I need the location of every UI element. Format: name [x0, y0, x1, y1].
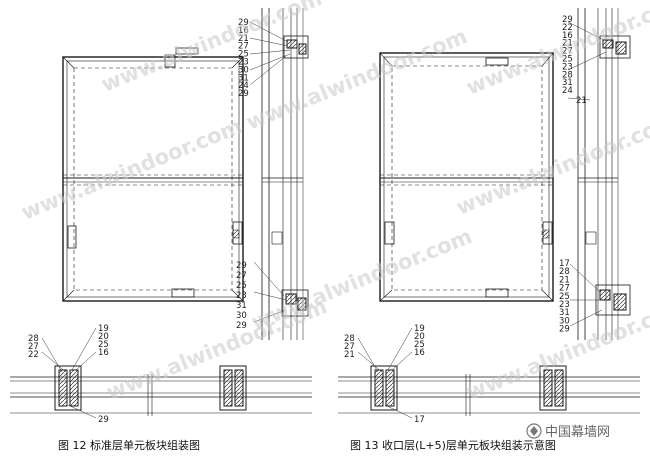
- part-label: 22: [562, 23, 573, 33]
- part-label: 29: [562, 15, 573, 25]
- part-label: 25: [238, 50, 249, 60]
- part-label: 29: [238, 89, 249, 99]
- part-label: 30: [238, 65, 249, 75]
- part-label: 29: [236, 321, 247, 331]
- part-label: 27: [28, 342, 39, 352]
- part-label: 17: [559, 259, 570, 269]
- part-label: 25: [414, 340, 425, 350]
- part-label: 25: [236, 281, 247, 291]
- part-label: 17: [414, 415, 425, 425]
- part-label: 31: [559, 308, 570, 318]
- fig12-plan-section: [10, 365, 312, 416]
- fig12-side-section: [261, 8, 309, 340]
- part-label: 23: [559, 300, 570, 310]
- watermark-text: www.alwindoor.com: [453, 109, 650, 220]
- site-logo: 中国幕墙网: [526, 423, 610, 440]
- part-label: 16: [98, 348, 109, 358]
- caption-fig13: 图 13 收口层(L+5)层单元板块组装示意图: [350, 438, 556, 452]
- part-label: 27: [238, 42, 249, 52]
- fig13-plan-section: [338, 365, 640, 416]
- part-label: 21: [344, 350, 355, 360]
- part-label: 28: [28, 334, 39, 344]
- part-label: 23: [562, 62, 573, 72]
- part-label: 27: [559, 284, 570, 294]
- caption-fig12: 图 12 标准层单元板块组装图: [58, 438, 200, 452]
- part-label: 28: [562, 70, 573, 80]
- part-label: 29: [236, 261, 247, 271]
- part-label: 16: [562, 31, 573, 41]
- part-label: 27: [236, 271, 247, 281]
- fig13-side-section: [577, 8, 631, 340]
- part-label: 21: [576, 96, 587, 106]
- part-label: 25: [562, 55, 573, 65]
- part-label: 16: [414, 348, 425, 358]
- part-label: 20: [98, 332, 109, 342]
- part-label: 30: [559, 316, 570, 326]
- part-label: 19: [98, 324, 109, 334]
- watermark-text: www.alwindoor.com: [243, 24, 471, 135]
- part-label: 30: [236, 311, 247, 321]
- part-label: 22: [28, 350, 39, 360]
- fig13-elevation: [379, 52, 554, 302]
- part-label: 28: [344, 334, 355, 344]
- part-label: 19: [414, 324, 425, 334]
- fig12-elevation: [62, 47, 244, 302]
- part-label: 23: [236, 291, 247, 301]
- part-label: 28: [559, 267, 570, 277]
- watermark-text: www.alwindoor.com: [18, 114, 246, 225]
- part-label: 31: [236, 301, 247, 311]
- part-label: 27: [344, 342, 355, 352]
- part-label: 24: [238, 81, 249, 91]
- part-label: 21: [559, 275, 570, 285]
- part-label: 24: [562, 86, 573, 96]
- part-label: 23: [238, 58, 249, 68]
- part-label: 16: [238, 26, 249, 36]
- part-label: 29: [238, 18, 249, 28]
- part-label: 25: [98, 340, 109, 350]
- part-label: 31: [562, 78, 573, 88]
- part-label: 27: [562, 47, 573, 57]
- watermark-layer: www.alwindoor.com www.alwindoor.com www.…: [18, 0, 650, 405]
- part-label: 20: [414, 332, 425, 342]
- part-label: 29: [559, 325, 570, 335]
- leader-lines: [41, 21, 607, 419]
- part-number-labels: 2916212725233031242929272523313029282722…: [28, 15, 587, 425]
- part-label: 31: [238, 73, 249, 83]
- part-label: 21: [562, 39, 573, 49]
- part-label: 21: [238, 34, 249, 44]
- part-label: 29: [98, 415, 109, 425]
- logo-text: 中国幕墙网: [545, 425, 610, 440]
- part-label: 25: [559, 292, 570, 302]
